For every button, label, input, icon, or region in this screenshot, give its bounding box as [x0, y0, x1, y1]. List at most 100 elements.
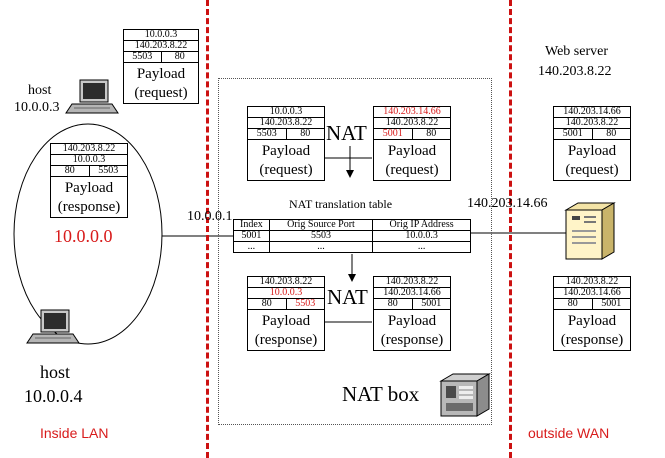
nat-table-title: NAT translation table [289, 197, 393, 211]
host2-label: host [40, 362, 71, 382]
table-row: 5001 5503 10.0.0.3 [233, 230, 471, 242]
packet-payload: Payload (request) [124, 63, 198, 103]
arrow-head-bottom [348, 274, 356, 282]
packet-src-port: 5001 [382, 129, 403, 139]
packet-host-request: 10.0.0.3 140.203.8.22 5503 80 Payload (req… [123, 29, 199, 104]
table-cell: 5001 [233, 230, 270, 242]
packet-server-response: 140.203.8.22 140.203.14.66 80 5001 Payloa… [553, 276, 631, 351]
packet-dst-port: 5001 [411, 299, 451, 309]
lan-network-label: 10.0.0.0 [54, 226, 113, 246]
payload-type: (request) [134, 85, 188, 101]
packet-payload: Payload (request) [374, 140, 450, 180]
packet-dst-ip: 140.203.8.22 [248, 118, 324, 129]
server-icon [564, 202, 616, 260]
packet-ports: 5503 80 [124, 52, 198, 63]
gateway-outside-ip: 140.203.14.66 [467, 196, 548, 211]
router-icon [439, 373, 491, 417]
packet-src-ip: 140.203.14.66 [554, 107, 630, 118]
payload-label: Payload [387, 143, 437, 159]
packet-payload: Payload (response) [248, 310, 324, 350]
table-cell: 10.0.0.3 [372, 230, 471, 242]
payload-type: (response) [380, 332, 444, 348]
payload-type: (request) [385, 162, 439, 178]
packet-server-request: 140.203.14.66 140.203.8.22 5001 80 Payloa… [553, 106, 631, 181]
payload-type: (response) [560, 332, 624, 348]
web-server-ip: 140.203.8.22 [538, 64, 612, 79]
table-header: Orig Source Port [268, 219, 374, 231]
table-header: Index [233, 219, 270, 231]
payload-label: Payload [567, 143, 617, 159]
lan-ellipse [13, 123, 163, 345]
packet-payload: Payload (response) [554, 310, 630, 350]
table-header-row: Index Orig Source Port Orig IP Address [233, 219, 471, 231]
packet-src-ip: 140.203.8.22 [248, 277, 324, 288]
packet-ports: 5001 80 [374, 129, 450, 140]
packet-payload: Payload (request) [248, 140, 324, 180]
packet-payload: Payload(response) [51, 177, 127, 217]
packet-dst-port: 5503 [88, 166, 128, 176]
packet-payload: Payload(response) [374, 310, 450, 350]
table-cell: ... [233, 241, 270, 253]
gateway-inside-ip: 10.0.0.1 [187, 209, 233, 224]
packet-dst-ip: 10.0.0.3 [248, 288, 324, 299]
packet-dst-ip: 140.203.14.66 [554, 288, 630, 299]
packet-src-port: 80 [261, 299, 272, 309]
packet-src-port: 80 [567, 299, 578, 309]
packet-src-port: 5503 [132, 52, 153, 62]
packet-dst-ip: 10.0.0.3 [51, 155, 127, 166]
packet-ports: 80 5503 [51, 166, 127, 177]
packet-src-ip: 140.203.14.66 [374, 107, 450, 118]
payload-label: Payload [261, 143, 311, 159]
packet-payload: Payload (request) [554, 140, 630, 180]
laptop-icon [65, 79, 119, 114]
nat-label-bottom: NAT [327, 285, 368, 309]
packet-dst-ip: 140.203.8.22 [554, 118, 630, 129]
payload-label: Payload [567, 313, 617, 329]
inside-lan-label: Inside LAN [40, 425, 109, 441]
packet-dst-ip: 140.203.8.22 [124, 41, 198, 52]
laptop-icon [26, 309, 80, 344]
wan-boundary-line [509, 0, 512, 458]
packet-src-ip: 10.0.0.3 [124, 30, 198, 41]
packet-dst-port: 80 [285, 129, 325, 139]
packet-dst-port: 80 [411, 129, 451, 139]
packet-ports: 80 5503 [248, 299, 324, 310]
payload-type: (response) [254, 332, 318, 348]
lan-boundary-line [206, 0, 209, 458]
packet-src-ip: 140.203.8.22 [554, 277, 630, 288]
payload-type: (request) [565, 162, 619, 178]
packet-dst-ip: 140.203.8.22 [374, 118, 450, 129]
nat-translation-table: Index Orig Source Port Orig IP Address 5… [233, 219, 471, 253]
packet-dst-port: 5001 [591, 299, 631, 309]
table-cell: ... [268, 241, 374, 253]
packet-src-ip: 140.203.8.22 [374, 277, 450, 288]
packet-dst-port: 80 [591, 129, 631, 139]
payload-type: (request) [259, 162, 313, 178]
nat-label-top: NAT [326, 121, 367, 145]
packet-src-port: 80 [64, 166, 75, 176]
packet-ports: 80 5001 [554, 299, 630, 310]
table-row: ... ... ... [233, 241, 471, 253]
payload-type: (response) [57, 199, 121, 215]
packet-dst-port: 80 [160, 52, 199, 62]
table-cell: ... [372, 241, 471, 253]
packet-nat-in-response: 140.203.8.22 10.0.0.3 80 5503 Payload (res… [247, 276, 325, 351]
packet-src-port: 5001 [562, 129, 583, 139]
nat-box-label: NAT box [342, 382, 420, 406]
packet-src-ip: 10.0.0.3 [248, 107, 324, 118]
outside-wan-label: outside WAN [528, 425, 610, 441]
packet-dst-port: 5503 [285, 299, 325, 309]
arrow-head-top [346, 170, 354, 178]
packet-src-ip: 140.203.8.22 [51, 144, 127, 155]
packet-ports: 5001 80 [554, 129, 630, 140]
packet-dst-ip: 140.203.14.66 [374, 288, 450, 299]
table-header: Orig IP Address [372, 219, 471, 231]
payload-label: Payload [261, 313, 311, 329]
payload-label: Payload [136, 66, 186, 82]
host1-ip: 10.0.0.3 [14, 100, 60, 115]
